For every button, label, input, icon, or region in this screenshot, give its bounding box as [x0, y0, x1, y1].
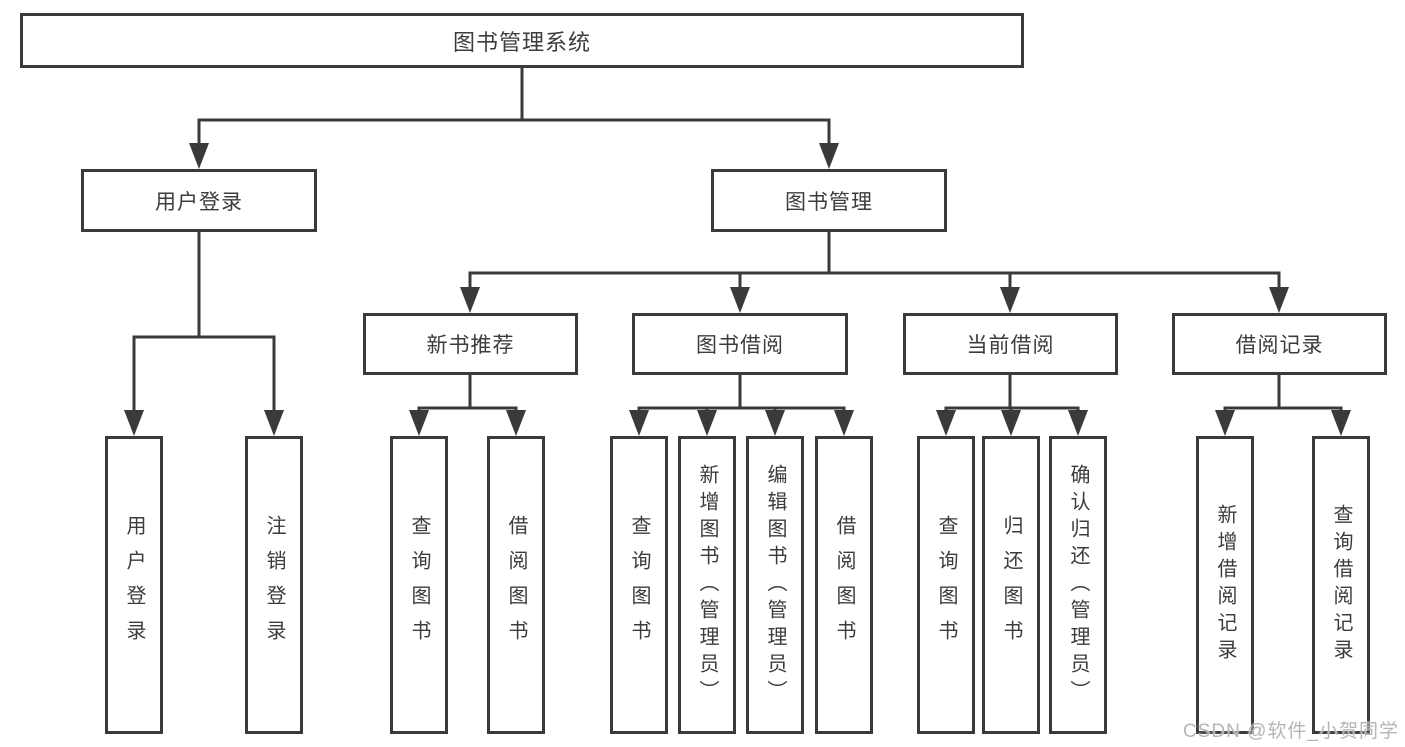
connector-new-book-children: [417, 373, 518, 413]
node-label: 借阅图书: [505, 515, 527, 655]
node-book-management: 图书管理: [711, 169, 947, 232]
node-leaf-user-login: 用户登录: [105, 436, 163, 734]
node-user-login: 用户登录: [81, 169, 317, 232]
node-label: 注销登录: [263, 515, 285, 655]
arrowheads-leaves: [409, 410, 1351, 436]
node-label: 图书管理系统: [452, 29, 591, 55]
node-new-book-recommendation: 新书推荐: [363, 313, 578, 375]
node-label: 新增借阅记录: [1214, 504, 1236, 666]
node-leaf-edit-books-admin: 编辑图书（管理员）: [746, 436, 804, 734]
node-label: 图书借阅: [696, 334, 784, 357]
node-leaf-query-books-current: 查询图书: [917, 436, 975, 734]
node-label: 借阅记录: [1235, 334, 1324, 357]
node-label: 用户登录: [123, 515, 145, 655]
arrowheads-user-login-children: [124, 410, 284, 436]
node-label: 新增图书（管理员）: [696, 463, 718, 707]
node-borrowing-records: 借阅记录: [1172, 313, 1387, 375]
connector-book-management-children: [468, 230, 1281, 290]
node-leaf-query-borrow-record: 查询借阅记录: [1312, 436, 1370, 734]
connector-current-borrow-children: [944, 373, 1080, 413]
node-label: 查询借阅记录: [1330, 504, 1352, 666]
node-label: 图书管理: [785, 190, 873, 214]
csdn-watermark: CSDN @软件_小贺同学: [1183, 721, 1399, 742]
node-label: 当前借阅: [966, 334, 1055, 357]
node-current-borrowing: 当前借阅: [903, 313, 1118, 375]
node-leaf-add-books-admin: 新增图书（管理员）: [678, 436, 736, 734]
node-leaf-borrow-books-recommend: 借阅图书: [487, 436, 545, 734]
connector-user-login-children: [132, 230, 276, 413]
node-library-management-system: 图书管理系统: [20, 13, 1024, 68]
node-label: 编辑图书（管理员）: [764, 463, 786, 707]
node-leaf-return-books: 归还图书: [982, 436, 1040, 734]
node-label: 查询图书: [935, 515, 957, 655]
node-leaf-add-borrow-record: 新增借阅记录: [1196, 436, 1254, 734]
node-label: 用户登录: [155, 190, 243, 214]
node-label: 查询图书: [628, 515, 650, 655]
node-leaf-confirm-return-admin: 确认归还（管理员）: [1049, 436, 1107, 734]
node-leaf-borrow-books-borrowing: 借阅图书: [815, 436, 873, 734]
connector-book-borrow-children: [637, 373, 846, 413]
node-label: 新书推荐: [426, 334, 515, 357]
arrowheads-level3: [460, 287, 1289, 313]
node-label: 借阅图书: [833, 515, 855, 655]
connector-root-to-level2: [197, 66, 831, 146]
node-leaf-query-books-borrowing: 查询图书: [610, 436, 668, 734]
node-label: 查询图书: [408, 515, 430, 655]
node-label: 确认归还（管理员）: [1067, 463, 1089, 707]
node-leaf-query-books-recommend: 查询图书: [390, 436, 448, 734]
node-book-borrowing: 图书借阅: [632, 313, 848, 375]
node-leaf-logout: 注销登录: [245, 436, 303, 734]
arrowheads-level2: [189, 143, 839, 169]
node-label: 归还图书: [1000, 515, 1022, 655]
connector-borrow-record-children: [1223, 373, 1343, 413]
